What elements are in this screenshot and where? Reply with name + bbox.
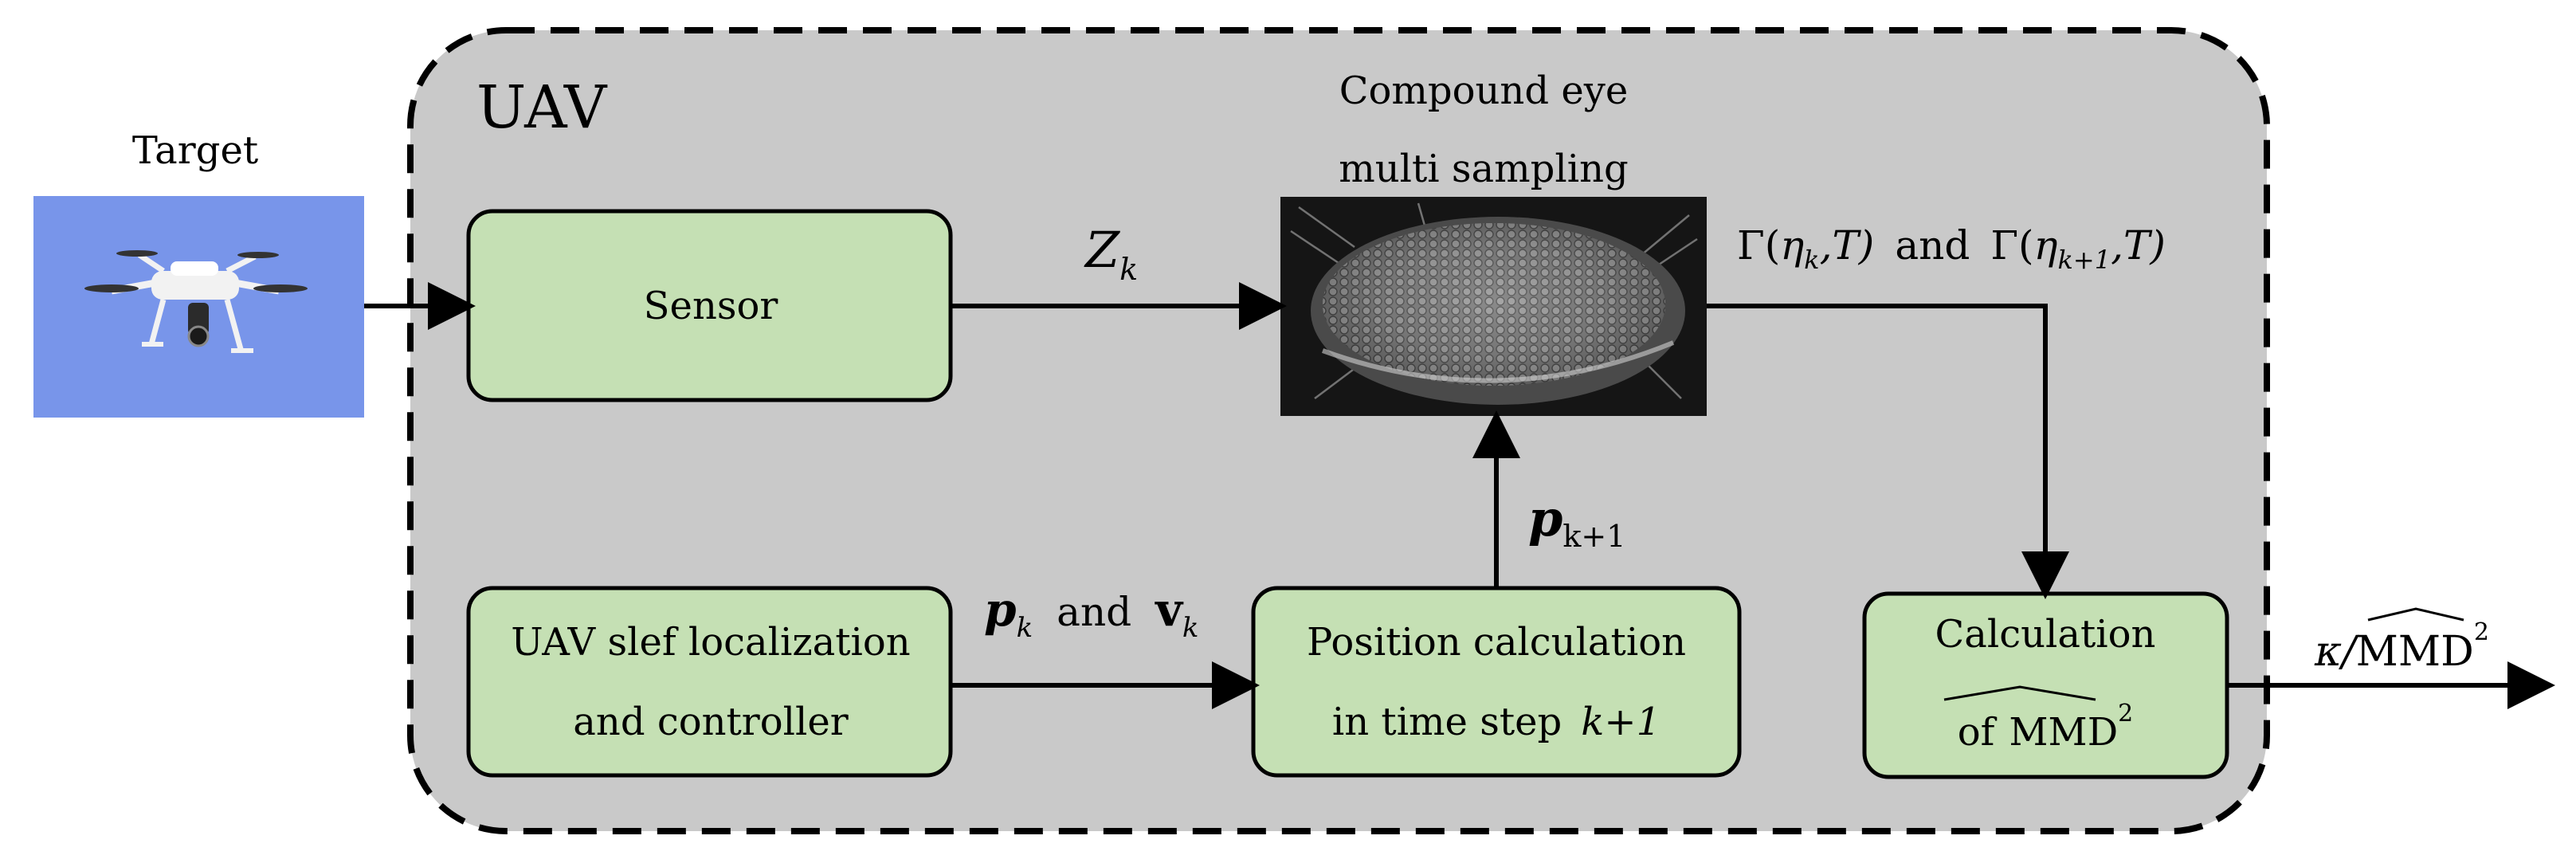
signal-output: κ/MMD2 <box>2314 618 2489 676</box>
signal-output-kappa: κ/ <box>2314 628 2359 676</box>
signal-gamma-eta1: η <box>1780 222 1804 269</box>
position-label-1: Position calculation <box>1307 620 1686 665</box>
signal-p-next-main: p <box>1528 489 1562 547</box>
target-image <box>33 196 364 418</box>
position-label-2-text: in time step <box>1332 700 1562 744</box>
mmd-label-2-sup: 2 <box>2118 700 2133 728</box>
signal-gamma-eta1-sub: k <box>1804 245 1819 275</box>
signal-gamma-part1: Γ( <box>1737 222 1780 269</box>
signal-p-v-conj: and <box>1057 589 1131 635</box>
uav-region-title: UAV <box>476 73 608 142</box>
signal-v-sub: k <box>1182 612 1199 644</box>
signal-p-main: p <box>984 583 1017 637</box>
compound-eye-label-1: Compound eye <box>1339 69 1629 113</box>
arrow-eye-to-mmd <box>1707 304 2069 599</box>
mmd-hat <box>1943 685 2096 701</box>
localization-label-2: and controller <box>573 700 848 744</box>
signal-p-sub: k <box>1017 612 1033 644</box>
signal-gamma-part1-end: ,T) <box>1820 222 1875 269</box>
position-label-2: in time step k+1 <box>1332 700 1660 744</box>
compound-eye-image <box>1280 197 1707 416</box>
signal-z-main: Z <box>1084 221 1120 279</box>
signal-p-next: pk+1 <box>1528 489 1625 554</box>
signal-gamma-part2: Γ( <box>1990 222 2033 269</box>
localization-label-1: UAV slef localization <box>511 620 910 665</box>
compound-eye-label-2: multi sampling <box>1339 147 1629 191</box>
signal-gamma-part2-end: ,T) <box>2111 222 2166 269</box>
target-label: Target <box>132 128 258 173</box>
position-block <box>1251 586 1742 778</box>
localization-block <box>466 586 953 778</box>
output-mmd-hat <box>2367 607 2464 622</box>
signal-gamma-eta2-sub: k+1 <box>2058 245 2111 275</box>
signal-p-next-sub: k+1 <box>1562 519 1625 554</box>
position-label-2-math: k+1 <box>1581 700 1660 744</box>
sensor-label: Sensor <box>644 284 778 328</box>
signal-output-sup: 2 <box>2474 618 2489 646</box>
signal-gamma-eta2: η <box>2034 222 2058 269</box>
signal-output-mmd: MMD <box>2356 628 2474 676</box>
mmd-label-1: Calculation <box>1935 612 2156 657</box>
signal-gamma-conj: and <box>1895 222 1970 269</box>
signal-v-main: v <box>1154 583 1184 637</box>
drone-icon <box>84 250 308 353</box>
signal-z-sub: k <box>1119 252 1138 287</box>
mmd-label-2-text: of <box>1958 710 1998 755</box>
mmd-label-2-math: MMD <box>2009 710 2118 755</box>
signal-z: Zk <box>1084 221 1138 287</box>
